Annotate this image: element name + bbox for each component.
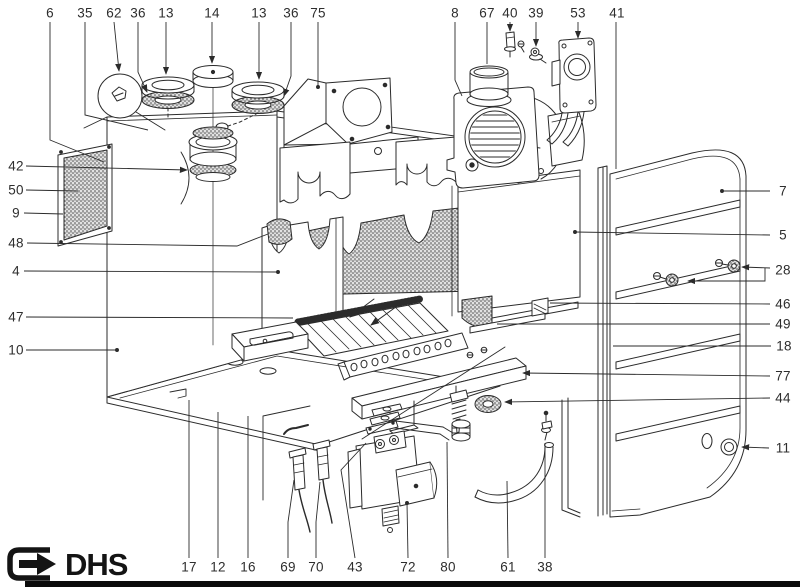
leader-line-46 (549, 302, 771, 305)
leader-line-43 (340, 442, 367, 559)
leader-line-47 (25, 316, 294, 319)
leader-line-9 (23, 212, 64, 215)
pressure-switch (546, 37, 597, 147)
leader-line-5 (573, 230, 771, 236)
part-callout-13: 13 (158, 5, 174, 21)
brand-logo: DHS (6, 544, 128, 584)
leader-line-77 (522, 369, 771, 377)
part-callout-43: 43 (347, 559, 363, 575)
assembly-arrows (349, 298, 506, 440)
part-callout-62: 62 (106, 5, 122, 21)
part-callout-13: 13 (251, 5, 267, 21)
top-ring-gaskets (141, 65, 285, 127)
logo-arrow-icon (7, 547, 56, 581)
leader-line-50 (25, 189, 79, 192)
part-callout-39: 39 (528, 5, 544, 21)
part-callout-36: 36 (130, 5, 146, 21)
part-callout-18: 18 (776, 338, 792, 354)
leader-line-8 (454, 22, 463, 97)
part-callout-35: 35 (77, 5, 93, 21)
leader-line-11 (741, 444, 770, 451)
part-callout-8: 8 (451, 5, 459, 21)
logo-text: DHS (65, 546, 128, 582)
leader-line-80 (446, 441, 449, 559)
side-insulation-panel (261, 216, 344, 335)
part-callout-16: 16 (240, 559, 256, 575)
part-callout-53: 53 (570, 5, 586, 21)
leader-line-48 (26, 233, 269, 247)
part-callout-80: 80 (440, 559, 456, 575)
leader-lines-layer (23, 21, 771, 559)
part-callout-36: 36 (283, 5, 299, 21)
blower-assembly (446, 65, 585, 189)
part-callout-4: 4 (12, 263, 20, 279)
door-side-channels (561, 165, 608, 518)
part-callout-70: 70 (308, 559, 324, 575)
part-callout-72: 72 (400, 559, 416, 575)
leader-line-36 (283, 22, 292, 97)
leader-line-70 (315, 481, 321, 558)
hose-and-fitting (474, 410, 554, 504)
gas-manifold (351, 346, 527, 435)
leader-line-6 (49, 22, 105, 163)
part-callout-46: 46 (775, 296, 791, 312)
door-fasteners (653, 259, 741, 287)
part-callout-6: 6 (46, 5, 54, 21)
part-callout-42: 42 (8, 158, 24, 174)
part-callout-44: 44 (775, 390, 791, 406)
part-callout-10: 10 (8, 342, 24, 358)
flue-collar (188, 126, 238, 182)
part-callout-61: 61 (500, 559, 516, 575)
leader-line-61 (506, 480, 509, 559)
leader-line-69 (287, 479, 295, 558)
part-callout-49: 49 (775, 316, 791, 332)
leader-line-36 (137, 22, 148, 93)
part-callout-28: 28 (775, 262, 791, 278)
filter-panel (57, 143, 113, 247)
part-callout-47: 47 (8, 309, 24, 325)
part-callout-9: 9 (12, 205, 20, 221)
leader-line-35 (84, 22, 149, 131)
part-callout-40: 40 (502, 5, 518, 21)
cabinet-body (83, 84, 541, 452)
leader-line-72 (405, 501, 409, 559)
part-callout-41: 41 (609, 5, 625, 21)
leader-line-62 (113, 21, 122, 72)
leader-line-4 (23, 270, 280, 274)
part-callout-11: 11 (775, 440, 791, 456)
part-callout-75: 75 (310, 5, 326, 21)
outer-door-panel (609, 149, 747, 518)
leader-line-44 (504, 397, 771, 406)
part-callout-50: 50 (8, 182, 24, 198)
part-callout-5: 5 (779, 227, 787, 243)
part-callout-77: 77 (775, 368, 791, 384)
leader-line-42 (25, 165, 188, 173)
part-callout-7: 7 (779, 183, 787, 199)
heat-exchanger-top-panels (279, 136, 457, 204)
inner-front-panel (451, 169, 581, 334)
small-fittings (504, 31, 547, 64)
pilot-and-electrodes (169, 388, 333, 533)
part-callout-14: 14 (204, 5, 220, 21)
part-callout-38: 38 (537, 559, 553, 575)
clip-detail-magnifier (97, 73, 166, 131)
leader-line-28 (687, 268, 766, 285)
part-callout-69: 69 (280, 559, 296, 575)
gas-valve-assembly (347, 403, 471, 533)
part-callout-67: 67 (479, 5, 495, 21)
part-callout-17: 17 (181, 559, 197, 575)
part-callout-12: 12 (210, 559, 226, 575)
part-callout-48: 48 (8, 235, 24, 251)
leader-line-28 (741, 264, 771, 271)
footer-bar (25, 581, 800, 587)
